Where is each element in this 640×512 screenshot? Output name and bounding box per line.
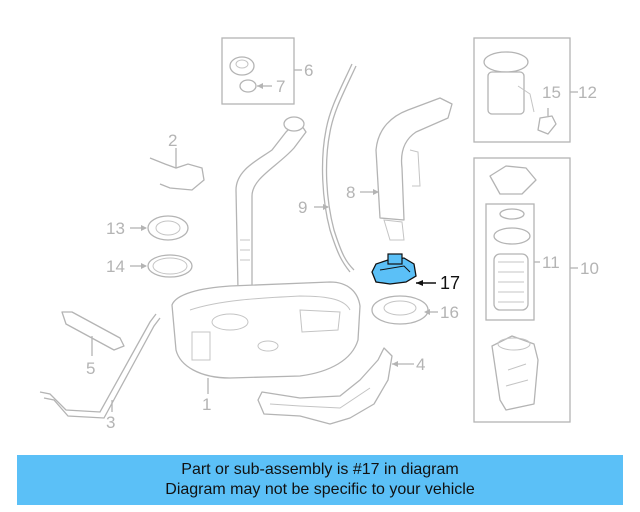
callout-16: 16: [440, 303, 459, 322]
sensor-part-15: [537, 115, 557, 135]
filler-neck-group: [235, 116, 307, 291]
sensor-wire-part-2: [149, 157, 205, 191]
callout-13: 13: [106, 219, 125, 238]
part-17[interactable]: [371, 257, 417, 285]
callout-1: 1: [202, 395, 211, 414]
callout-12: 12: [578, 83, 597, 102]
callout-11: 11: [542, 253, 560, 272]
callout-2: 2: [168, 131, 177, 150]
filter-housing-part: [491, 335, 539, 411]
vent-tube-group: 9: [298, 63, 357, 273]
filter-cap-part: [489, 165, 537, 195]
filter-assembly-group: 11 10: [473, 157, 599, 423]
banner-line-2: Diagram may not be specific to your vehi…: [165, 481, 475, 498]
callout-7: 7: [276, 77, 285, 96]
callout-9: 9: [298, 198, 307, 217]
seal-part-14: [147, 254, 193, 278]
fuel-cap-part: [229, 56, 255, 76]
lock-ring-part-13: [147, 215, 189, 241]
banner-line-1: Part or sub-assembly is #17 in diagram: [181, 461, 459, 478]
callout-14: 14: [106, 257, 125, 276]
pump-module-group: 15 12: [473, 37, 597, 143]
callout-10: 10: [580, 259, 599, 278]
filler-pipe-group: 8: [346, 97, 453, 241]
seal-ring-part-7: [239, 79, 257, 93]
lock-ring-group: 13: [106, 215, 189, 241]
highlighted-part-17-group: 17: [371, 253, 460, 293]
vent-tube-part-9: [321, 63, 353, 273]
flange-ring-group: 16: [371, 295, 459, 325]
part-10-box: [473, 157, 571, 423]
fuel-cap-group: 7 6: [221, 37, 313, 105]
callout-15: 15: [542, 83, 561, 102]
fuel-tank-group: 1: [171, 281, 361, 414]
part-6-box: [221, 37, 295, 105]
callout-5: 5: [86, 359, 95, 378]
heat-shield-group: 4: [257, 347, 425, 425]
strap-3-group: 3: [39, 313, 161, 432]
strap-5-group: 5: [61, 311, 125, 378]
sensor-wire-group: 2: [149, 131, 205, 191]
part-12-box: [473, 37, 571, 143]
callout-8: 8: [346, 183, 355, 202]
strap-part-5: [61, 311, 125, 351]
strap-part-3: [39, 313, 157, 413]
pump-module-part: [483, 51, 529, 73]
callout-6: 6: [304, 61, 313, 80]
fuel-tank-part-1: [171, 281, 361, 379]
callout-3: 3: [106, 413, 115, 432]
callout-17: 17: [440, 273, 460, 293]
info-banner: Part or sub-assembly is #17 in diagram D…: [17, 455, 623, 505]
callout-4: 4: [416, 355, 425, 374]
filler-neck-part: [235, 119, 307, 291]
flange-ring-part-16: [371, 295, 429, 325]
seal-group: 14: [106, 254, 193, 278]
parts-diagram: 7 6 2 13 14 9: [39, 37, 599, 432]
filler-pipe-part-8: [375, 97, 453, 221]
